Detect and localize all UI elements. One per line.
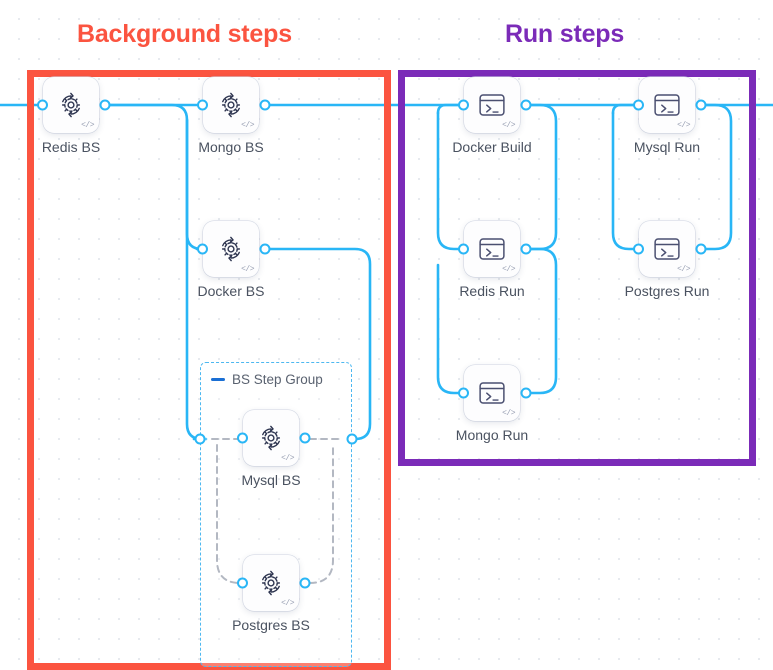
group-output-port[interactable]: [346, 433, 358, 445]
node-card-mongo-run[interactable]: </>: [458, 365, 532, 421]
node-output-port[interactable]: [299, 432, 311, 444]
background-step-icon: [56, 90, 86, 120]
node-output-port[interactable]: [99, 99, 111, 111]
node-card-postgres-run[interactable]: </>: [633, 221, 707, 277]
node-input-port[interactable]: [633, 243, 644, 255]
node-output-port[interactable]: [259, 99, 271, 111]
node-mongo-run[interactable]: </> Mongo Run: [456, 365, 532, 443]
terminal-icon: [477, 236, 507, 262]
node-card-docker-bs[interactable]: </>: [197, 221, 271, 277]
stage-frame-run-steps[interactable]: [398, 70, 756, 466]
section-title-run-steps: Run steps: [505, 20, 625, 48]
background-step-icon: [256, 568, 286, 598]
node-input-port[interactable]: [458, 387, 469, 399]
node-output-port[interactable]: [695, 243, 707, 255]
node-output-port[interactable]: [520, 387, 532, 399]
node-label-redis-run: Redis Run: [459, 283, 525, 299]
code-badge-icon[interactable]: </>: [241, 265, 254, 274]
code-badge-icon[interactable]: </>: [281, 599, 294, 608]
background-step-icon: [216, 234, 246, 264]
node-card-mongo-bs[interactable]: </>: [197, 77, 271, 133]
node-label-postgres-bs: Postgres BS: [232, 617, 310, 633]
code-badge-icon[interactable]: </>: [241, 121, 254, 130]
code-badge-icon[interactable]: </>: [502, 265, 515, 274]
background-step-icon: [256, 423, 286, 453]
node-card-mysql-bs[interactable]: </>: [237, 410, 311, 466]
node-card-mysql-run[interactable]: </>: [633, 77, 707, 133]
node-output-port[interactable]: [695, 99, 707, 111]
node-mongo-bs[interactable]: </> Mongo BS: [197, 77, 271, 155]
node-input-port[interactable]: [633, 99, 644, 111]
code-badge-icon[interactable]: </>: [677, 265, 690, 274]
node-postgres-run[interactable]: </> Postgres Run: [625, 221, 709, 299]
node-docker-bs[interactable]: </> Docker BS: [197, 221, 271, 299]
node-card-redis-bs[interactable]: </>: [37, 77, 111, 133]
node-output-port[interactable]: [299, 577, 311, 589]
node-input-port[interactable]: [37, 99, 48, 111]
node-card-redis-run[interactable]: </>: [458, 221, 532, 277]
section-title-background-steps: Background steps: [77, 20, 292, 48]
code-badge-icon[interactable]: </>: [502, 409, 515, 418]
node-output-port[interactable]: [520, 99, 532, 111]
background-step-icon: [216, 90, 246, 120]
node-redis-run[interactable]: </> Redis Run: [458, 221, 532, 299]
node-input-port[interactable]: [237, 577, 248, 589]
node-docker-build[interactable]: </> Docker Build: [452, 77, 532, 155]
code-badge-icon[interactable]: </>: [81, 121, 94, 130]
node-input-port[interactable]: [237, 432, 248, 444]
node-label-redis-bs: Redis BS: [41, 139, 101, 155]
code-badge-icon[interactable]: </>: [502, 121, 515, 130]
minus-icon[interactable]: [211, 378, 225, 381]
terminal-icon: [477, 380, 507, 406]
node-input-port[interactable]: [197, 99, 208, 111]
node-label-docker-build: Docker Build: [452, 139, 532, 155]
node-postgres-bs[interactable]: </> Postgres BS: [232, 555, 311, 633]
node-input-port[interactable]: [458, 99, 469, 111]
terminal-icon: [652, 92, 682, 118]
terminal-icon: [652, 236, 682, 262]
node-redis-bs[interactable]: </> Redis BS: [37, 77, 111, 155]
node-label-mongo-run: Mongo Run: [455, 427, 529, 443]
step-group-label: BS Step Group: [232, 372, 323, 387]
node-mysql-bs[interactable]: </> Mysql BS: [237, 410, 311, 488]
code-badge-icon[interactable]: </>: [677, 121, 690, 130]
step-group-header[interactable]: BS Step Group: [211, 372, 323, 387]
group-input-port[interactable]: [194, 433, 206, 445]
code-badge-icon[interactable]: </>: [281, 454, 294, 463]
node-label-mongo-bs: Mongo BS: [198, 139, 264, 155]
node-label-docker-bs: Docker BS: [197, 283, 265, 299]
node-input-port[interactable]: [458, 243, 469, 255]
terminal-icon: [477, 92, 507, 118]
node-label-postgres-run: Postgres Run: [624, 283, 710, 299]
node-label-mysql-run: Mysql Run: [633, 139, 701, 155]
node-card-docker-build[interactable]: </>: [458, 77, 532, 133]
node-output-port[interactable]: [259, 243, 271, 255]
node-card-postgres-bs[interactable]: </>: [237, 555, 311, 611]
node-mysql-run[interactable]: </> Mysql Run: [633, 77, 707, 155]
node-label-mysql-bs: Mysql BS: [241, 472, 301, 488]
node-input-port[interactable]: [197, 243, 208, 255]
node-output-port[interactable]: [520, 243, 532, 255]
